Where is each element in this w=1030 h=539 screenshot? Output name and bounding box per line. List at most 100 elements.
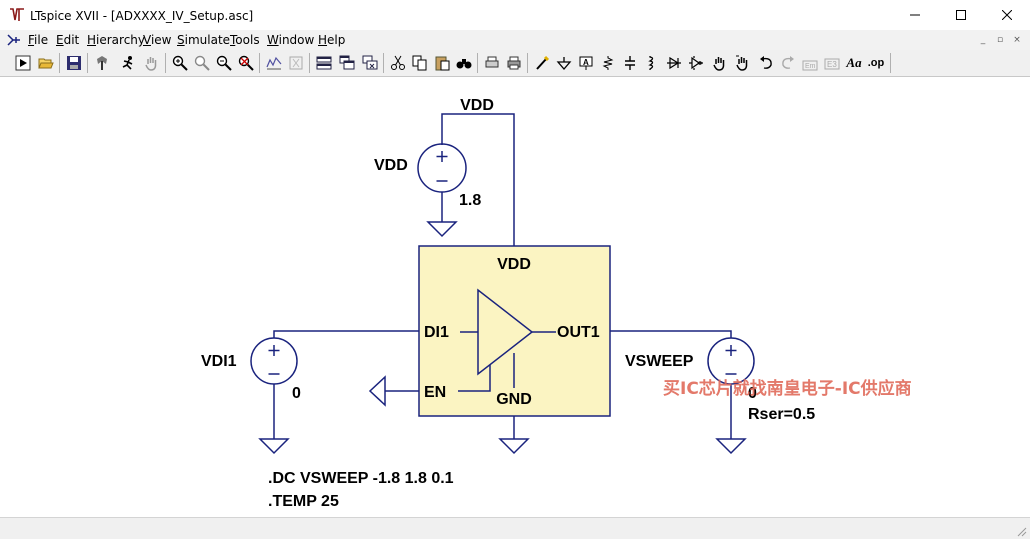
spice-directive-temp[interactable]: .TEMP 25	[268, 493, 339, 510]
vdd-net-wires	[441, 113, 515, 246]
menu-window[interactable]: Window	[267, 33, 315, 47]
redo-button[interactable]	[778, 52, 798, 73]
minimize-button[interactable]	[892, 0, 938, 30]
cascade-button[interactable]	[337, 52, 357, 73]
close-all-icon	[362, 55, 378, 69]
open-icon	[38, 58, 54, 68]
tile-button[interactable]	[314, 52, 334, 73]
save-button[interactable]	[64, 52, 84, 73]
spice-directive-dc[interactable]: .DC VSWEEP -1.8 1.8 0.1	[268, 470, 454, 487]
ground-button[interactable]	[554, 52, 574, 73]
print-button[interactable]	[504, 52, 524, 73]
copy-button[interactable]	[410, 52, 430, 73]
resize-grip-icon[interactable]	[1015, 525, 1027, 537]
delete-plot-button[interactable]	[286, 52, 306, 73]
autorange-icon	[266, 56, 282, 69]
vsweep-voltage-source[interactable]	[707, 337, 755, 385]
capacitor-button[interactable]	[620, 52, 640, 73]
block-ground-symbol[interactable]	[498, 438, 530, 455]
menu-edit[interactable]: Edit	[56, 33, 80, 47]
menu-help[interactable]: Help	[318, 33, 346, 47]
menu-tools[interactable]: Tools	[230, 33, 260, 47]
spice-directive-button[interactable]: .op	[866, 52, 886, 73]
vdi1-voltage-source[interactable]	[250, 337, 298, 385]
zoom-area-button[interactable]	[192, 52, 212, 73]
cut-button[interactable]	[388, 52, 408, 73]
autorange-button[interactable]	[264, 52, 284, 73]
mdi-restore-button[interactable]: ▫	[996, 35, 1004, 45]
pan-icon	[145, 56, 157, 71]
zoom-fit-icon	[238, 55, 254, 71]
vdd-source-value[interactable]: 1.8	[459, 192, 481, 209]
vdi1-ground-symbol[interactable]	[258, 438, 290, 455]
wire-button[interactable]	[532, 52, 552, 73]
rotate-button[interactable]: Em	[800, 52, 820, 73]
run-icon	[15, 55, 31, 70]
vdd-voltage-source[interactable]	[417, 143, 467, 193]
diode-button[interactable]	[664, 52, 684, 73]
component-button[interactable]	[686, 52, 706, 73]
print-preview-button[interactable]	[482, 52, 502, 73]
control-panel-button[interactable]	[92, 52, 112, 73]
print-preview-icon	[485, 56, 499, 67]
paste-button[interactable]	[432, 52, 452, 73]
resistor-icon	[602, 55, 614, 70]
halt-button[interactable]	[118, 52, 138, 73]
undo-button[interactable]	[756, 52, 776, 73]
vdi1-source-value[interactable]: 0	[292, 385, 301, 402]
vdd-net-label[interactable]: VDD	[460, 97, 494, 114]
menu-view[interactable]: View	[143, 33, 172, 47]
move-icon	[713, 56, 725, 71]
undo-icon	[760, 55, 772, 69]
mdi-close-button[interactable]: ×	[1013, 35, 1021, 45]
menu-file[interactable]: File	[28, 33, 49, 47]
cascade-icon	[339, 55, 355, 69]
vsweep-source-name[interactable]: VSWEEP	[625, 353, 694, 370]
en-ground-symbol[interactable]	[368, 375, 386, 407]
vdi1-source-name[interactable]: VDI1	[201, 353, 237, 370]
vsweep-ground-symbol[interactable]	[715, 438, 747, 455]
copy-icon	[412, 55, 427, 70]
save-icon	[67, 55, 81, 70]
paste-icon	[435, 56, 450, 70]
block-vdd-pin-label: VDD	[497, 256, 531, 273]
run-button[interactable]	[13, 52, 33, 73]
maximize-icon	[956, 10, 966, 20]
text-button[interactable]: Aa	[844, 52, 864, 73]
halt-icon	[122, 55, 133, 70]
out1-net-wires	[610, 330, 732, 439]
vdd-source-name[interactable]: VDD	[374, 157, 408, 174]
control-panel-icon	[97, 55, 107, 70]
block-out1-pin-label: OUT1	[557, 324, 600, 341]
zoom-fit-button[interactable]	[236, 52, 256, 73]
resistor-button[interactable]	[598, 52, 618, 73]
zoom-in-button[interactable]	[170, 52, 190, 73]
zoom-area-icon	[194, 55, 210, 71]
close-all-button[interactable]	[360, 52, 380, 73]
mdi-minimize-button[interactable]: _	[980, 35, 986, 45]
block-en-pin-label: EN	[424, 384, 446, 401]
status-bar	[0, 517, 1030, 539]
close-button[interactable]	[984, 0, 1030, 30]
find-button[interactable]	[454, 52, 474, 73]
menu-simulate[interactable]: Simulate	[177, 33, 231, 47]
move-button[interactable]	[710, 52, 730, 73]
close-icon	[1002, 10, 1012, 20]
zoom-out-button[interactable]	[214, 52, 234, 73]
mirror-icon: E3	[824, 58, 840, 69]
menu-hierarchy[interactable]: Hierarchy	[87, 33, 146, 47]
vdd-ground-symbol[interactable]	[426, 221, 458, 238]
schematic-doc-icon[interactable]	[6, 32, 22, 48]
vsweep-source-value[interactable]: 0	[748, 385, 757, 402]
drag-button[interactable]	[733, 52, 753, 73]
inductor-icon	[648, 55, 654, 70]
label-net-button[interactable]: A	[576, 52, 596, 73]
schematic-canvas[interactable]: VDD VDD 1.8 VDD DI1 EN GND OUT1 VDI1	[5, 77, 1025, 517]
window-title: LTspice XVII - [ADXXXX_IV_Setup.asc]	[30, 9, 254, 23]
inductor-button[interactable]	[642, 52, 662, 73]
open-button[interactable]	[36, 52, 56, 73]
vsweep-rser-value[interactable]: Rser=0.5	[748, 406, 815, 423]
maximize-button[interactable]	[938, 0, 984, 30]
pan-button[interactable]	[142, 52, 162, 73]
mirror-button[interactable]: E3	[822, 52, 842, 73]
